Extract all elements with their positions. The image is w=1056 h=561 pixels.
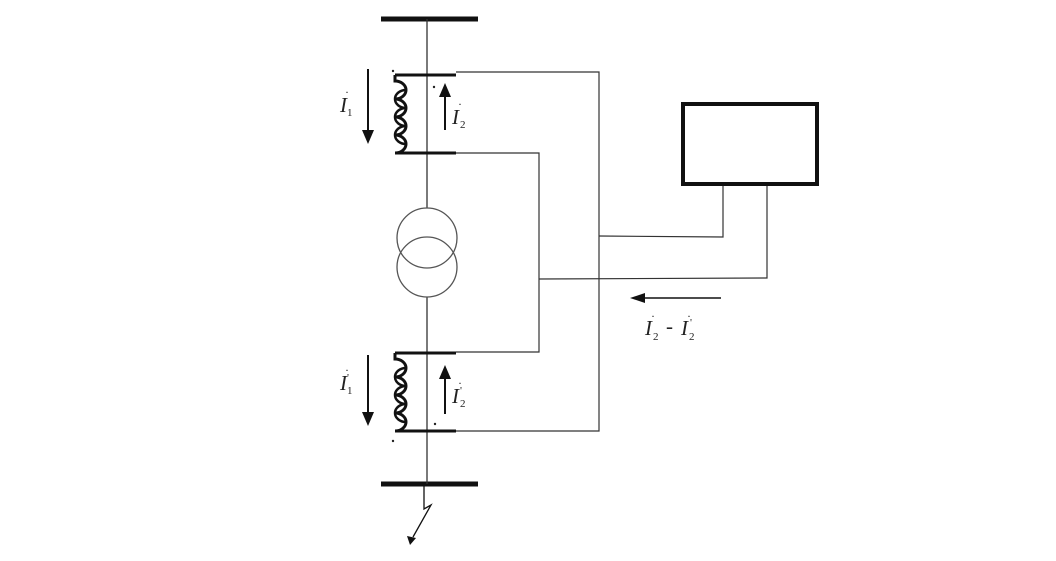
svg-text:I: I <box>339 93 348 117</box>
relay-box <box>681 102 819 186</box>
arrowhead-i2-prime <box>439 365 451 379</box>
svg-text:·: · <box>458 376 462 390</box>
secondary-wiring <box>456 71 768 432</box>
svg-text:2: 2 <box>460 398 466 410</box>
label-i2: · I 2 <box>451 97 466 131</box>
svg-text:I: I <box>339 371 348 395</box>
label-differential-current: · I 2 - · I ' 2 <box>644 309 695 343</box>
upper-ct-coil <box>393 73 456 155</box>
label-i2-prime: · I ' 2 <box>451 376 466 410</box>
current-arrows <box>362 69 721 426</box>
svg-text:-: - <box>666 314 673 338</box>
svg-text:·: · <box>458 97 462 111</box>
svg-text:·: · <box>345 363 349 377</box>
label-i1-prime: · I ' 1 <box>339 363 353 397</box>
arrowhead-diff <box>630 293 645 303</box>
svg-text:I: I <box>680 316 689 340</box>
svg-text:2: 2 <box>653 331 659 343</box>
svg-text:': ' <box>347 372 349 384</box>
power-transformer-symbol <box>396 207 458 298</box>
lower-ct-coil <box>393 351 456 433</box>
svg-text:·: · <box>687 309 691 323</box>
svg-text:I: I <box>451 384 460 408</box>
svg-text:·: · <box>651 309 655 323</box>
svg-text:': ' <box>460 385 462 397</box>
svg-text:I: I <box>644 316 653 340</box>
svg-text:·: · <box>345 85 349 99</box>
svg-text:': ' <box>690 317 692 329</box>
svg-text:1: 1 <box>347 107 353 119</box>
arrowhead-i1-prime <box>362 412 374 426</box>
label-i1: · I 1 <box>339 85 353 119</box>
svg-text:2: 2 <box>460 119 466 131</box>
svg-text:I: I <box>451 105 460 129</box>
svg-text:2: 2 <box>689 331 695 343</box>
arrowhead-i2 <box>439 83 451 97</box>
fault-symbol <box>407 486 433 545</box>
arrowhead-i1 <box>362 130 374 144</box>
svg-text:1: 1 <box>347 385 353 397</box>
polarity-dots <box>391 69 437 443</box>
